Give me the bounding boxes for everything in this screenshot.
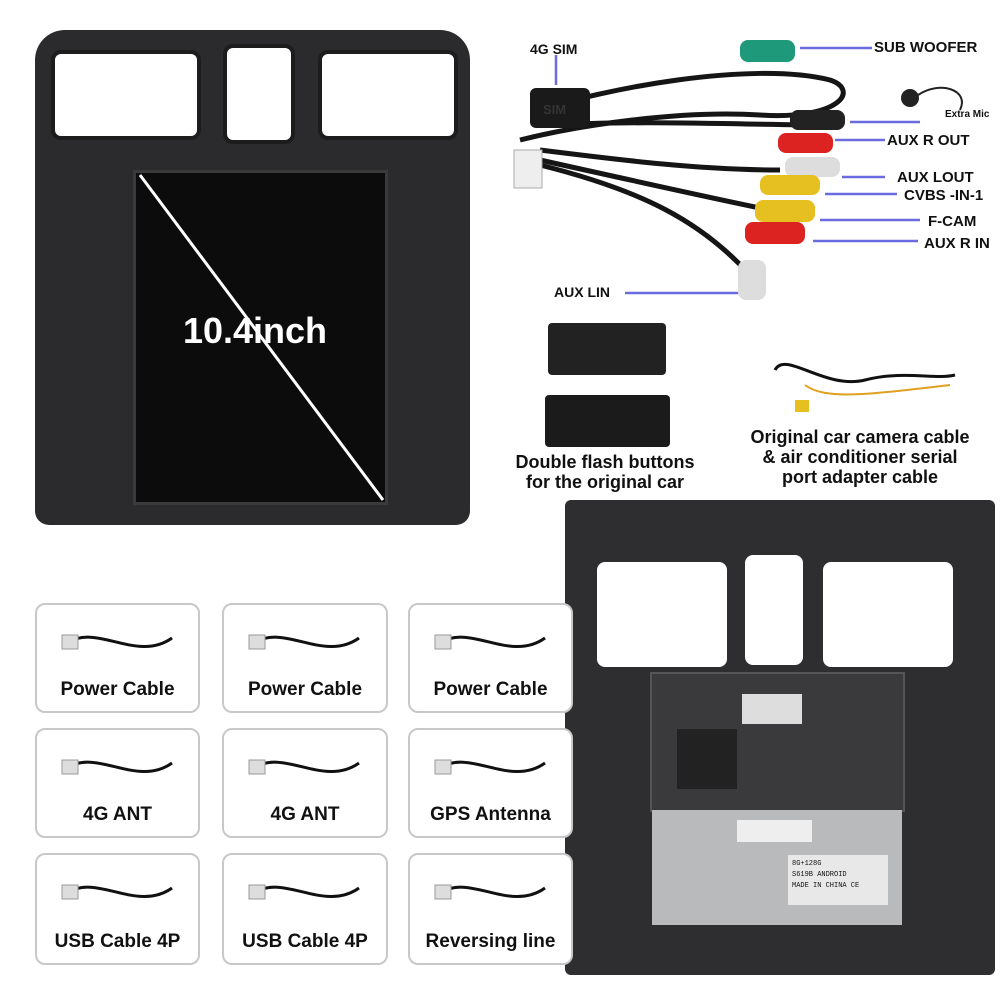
camera-caption-line2: & air conditioner serial	[762, 447, 958, 467]
sim-box-text: SIM	[543, 102, 566, 117]
connector	[742, 694, 802, 724]
accessory-label: 4G ANT	[270, 804, 340, 825]
accessory-card: USB Cable 4P	[222, 853, 388, 965]
camera-caption-line1: Original car camera cable	[750, 427, 970, 447]
accessory-image	[248, 759, 360, 775]
accessory-card: 4G ANT	[35, 728, 200, 838]
accessory-card: Power Cable	[35, 603, 200, 713]
buttons-caption-line2: for the original car	[525, 472, 685, 492]
accessory-image	[248, 634, 360, 650]
metal-plate	[652, 810, 902, 925]
buttons-caption: Double flash buttons for the original ca…	[495, 452, 715, 492]
screen-diagonal	[138, 174, 385, 501]
connector	[737, 820, 812, 842]
accessory-card: Power Cable	[408, 603, 573, 713]
accessory-card: GPS Antenna	[408, 728, 573, 838]
label-aux-l-in: AUX LIN	[554, 284, 610, 300]
accessory-label: Power Cable	[247, 679, 363, 700]
label-sub-woofer: SUB WOOFER	[874, 39, 978, 56]
accessory-label: Power Cable	[433, 679, 548, 700]
accessory-image	[434, 884, 546, 900]
accessory-card: Power Cable	[222, 603, 388, 713]
accessory-label: Reversing line	[425, 931, 556, 952]
accessory-label: USB Cable 4P	[54, 931, 181, 952]
label-aux-r-out: AUX R OUT	[887, 132, 970, 149]
accessory-image	[434, 634, 546, 650]
label-aux-r-in: AUX R IN	[924, 235, 990, 252]
accessory-image	[61, 759, 173, 775]
accessory-card: 4G ANT	[222, 728, 388, 838]
back-left-cutout	[597, 562, 727, 667]
left-vent-cutout	[51, 50, 201, 140]
product-sticker: 8G+128G S619B ANDROID MADE IN CHINA CE	[788, 855, 888, 905]
head-unit-module	[650, 672, 905, 812]
screen-size-label: 10.4inch	[182, 310, 328, 351]
cooling-fan	[677, 729, 737, 789]
label-cvbs-in: CVBS -IN-1	[904, 187, 984, 204]
sticker-model: S619B ANDROID	[792, 871, 847, 879]
back-right-cutout	[823, 562, 953, 667]
back-center-cutout	[745, 555, 803, 665]
camera-cable-caption: Original car camera cable & air conditio…	[730, 427, 990, 487]
accessory-label: Power Cable	[60, 679, 175, 700]
harness-image: SIM	[513, 40, 963, 300]
right-vent-cutout	[318, 50, 458, 140]
buttons-caption-line1: Double flash buttons	[515, 452, 695, 472]
accessory-image	[248, 884, 360, 900]
accessory-label: 4G ANT	[83, 804, 152, 825]
accessory-image	[434, 759, 546, 775]
label-extra-mic: Extra Mic	[945, 109, 990, 120]
label-f-cam: F-CAM	[928, 213, 977, 230]
accessory-image	[61, 884, 173, 900]
accessory-image	[61, 634, 173, 650]
accessory-card: Reversing line	[408, 853, 573, 965]
sticker-memory: 8G+128G	[792, 860, 822, 868]
accessory-card: USB Cable 4P	[35, 853, 200, 965]
flash-button-top-image	[548, 323, 666, 375]
accessory-label: GPS Antenna	[430, 804, 551, 825]
flash-button-bottom-image	[545, 395, 670, 447]
camera-cable-image	[773, 362, 956, 412]
sticker-origin: MADE IN CHINA CE	[792, 882, 860, 890]
label-aux-l-out: AUX LOUT	[897, 169, 974, 186]
camera-caption-line3: port adapter cable	[781, 467, 939, 487]
center-vent-cutout	[223, 44, 295, 144]
accessory-label: USB Cable 4P	[242, 931, 368, 952]
label-4g-sim: 4G SIM	[530, 41, 578, 57]
